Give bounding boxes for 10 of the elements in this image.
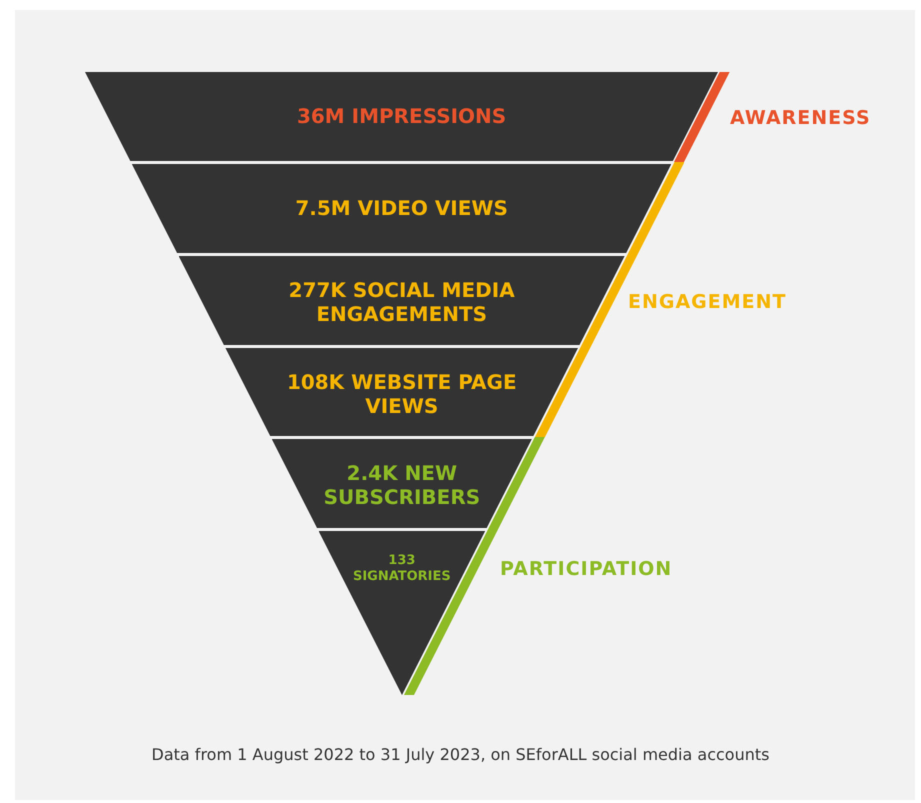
stage-metric: 133 SIGNATORIES bbox=[352, 553, 452, 584]
stage-label: AWARENESS bbox=[730, 107, 871, 129]
stage-metric: 108K WEBSITE PAGE VIEWS bbox=[286, 370, 518, 418]
stage-metric: 36M IMPRESSIONS bbox=[296, 104, 506, 128]
stage-label: ENGAGEMENT bbox=[628, 291, 786, 313]
stage-metric: 2.4K NEW SUBSCRIBERS bbox=[324, 461, 480, 509]
stage-label: PARTICIPATION bbox=[500, 558, 672, 580]
caption: Data from 1 August 2022 to 31 July 2023, on SEforALL social media accounts bbox=[150, 745, 770, 764]
stage-metric: 7.5M VIDEO VIEWS bbox=[295, 196, 508, 220]
stage-metric: 277K SOCIAL MEDIA ENGAGEMENTS bbox=[288, 278, 516, 326]
